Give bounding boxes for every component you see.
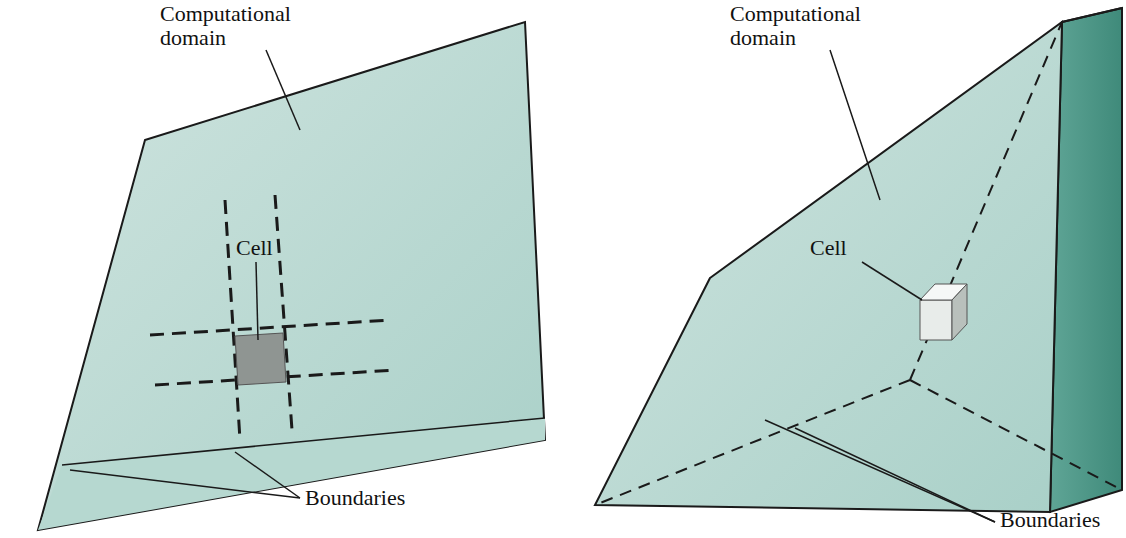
domain-label: Computational domain <box>730 2 880 50</box>
domain-label: Computational domain <box>160 2 310 50</box>
boundary-label: Boundaries <box>1000 508 1120 532</box>
cell-label: Cell <box>236 236 316 260</box>
boundary-label: Boundaries <box>305 486 465 510</box>
cell-label: Cell <box>810 236 890 260</box>
